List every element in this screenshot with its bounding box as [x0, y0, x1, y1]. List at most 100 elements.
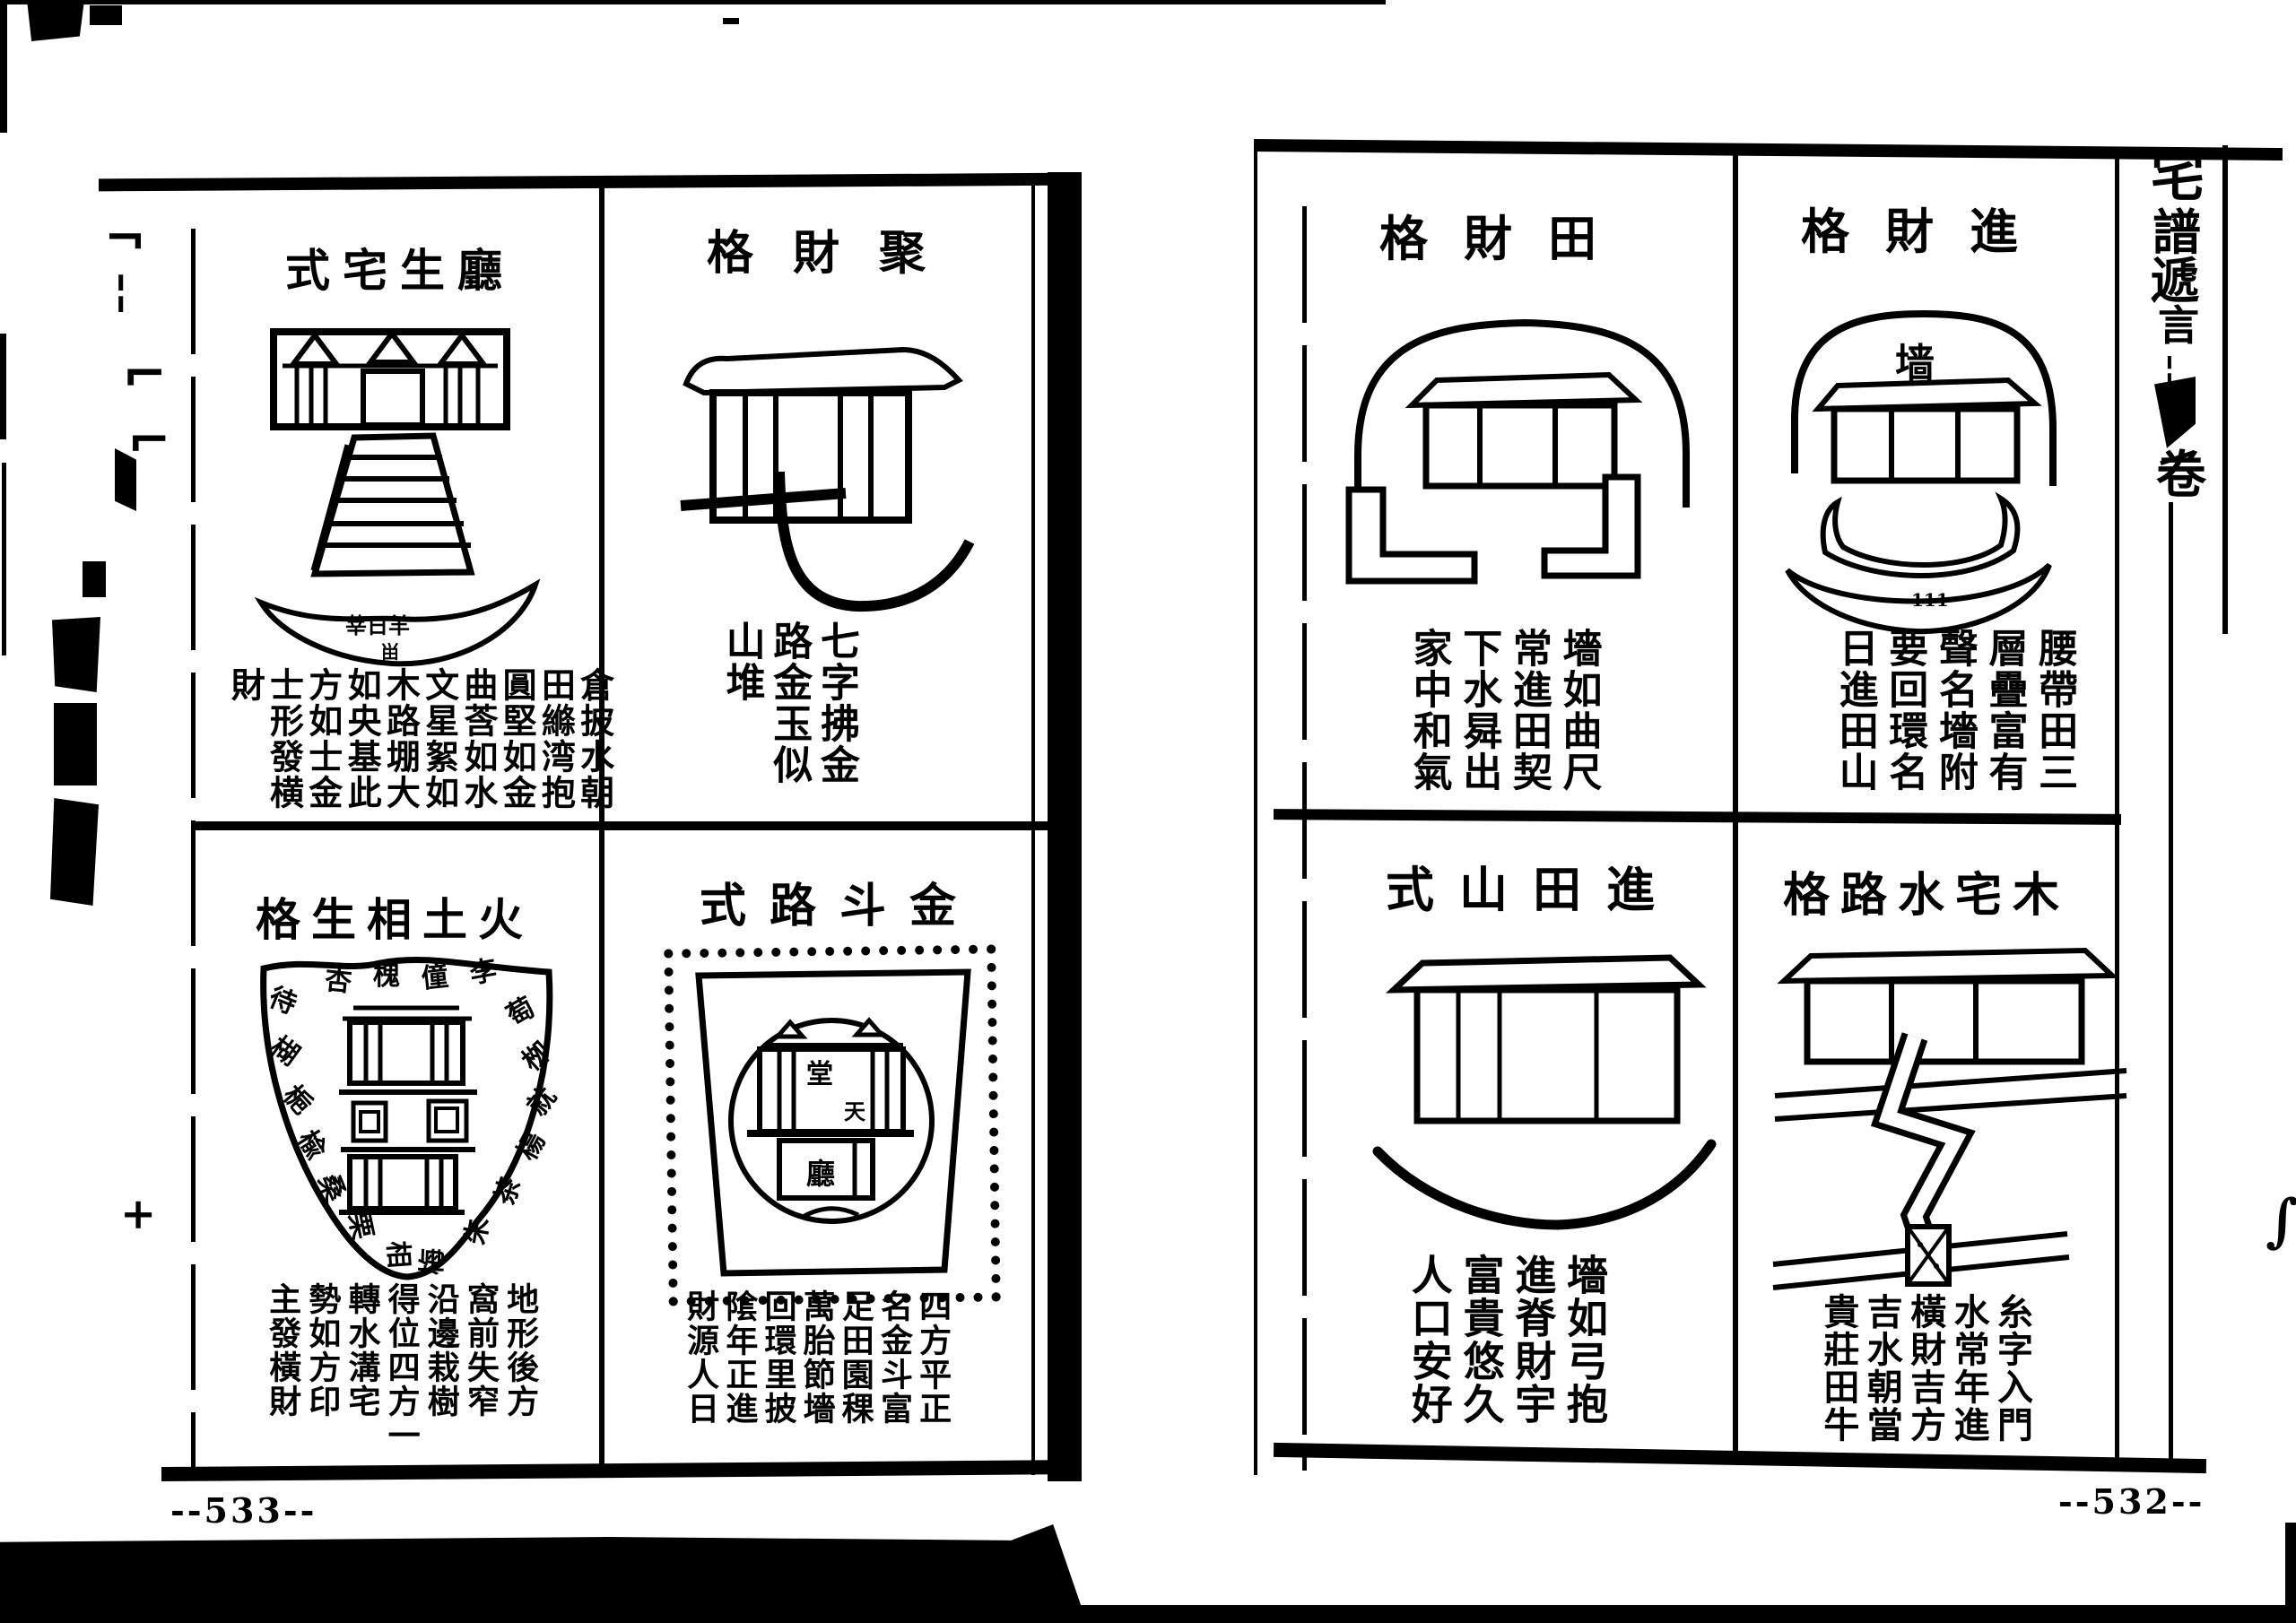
- scan-blob: [54, 703, 97, 785]
- caption-column: 隂年正進: [720, 1289, 759, 1426]
- scan-blob: [52, 617, 100, 692]
- spine-title-char: ¦: [2163, 348, 2176, 388]
- scan-edge-left: [0, 334, 6, 439]
- cell-caption: 倉披水朝田縧湾抱圓堅如金曲莟如水文星絮如木路堋大如央基此方如士金士形發横財: [224, 667, 614, 846]
- cell-caption: 七字拂金路金玉似山堆: [715, 621, 862, 813]
- caption-column: 七字拂金: [813, 621, 859, 785]
- right-page-bottom-border: [1273, 1442, 2207, 1474]
- left-page-left-border: [191, 229, 196, 1471]
- boat-inner-chars: 莘日羊: [345, 612, 410, 638]
- house-zigzag-water-diagram: [1772, 947, 2127, 1290]
- caption-column: 四方平正: [914, 1289, 952, 1426]
- caption-column: 木路堋大: [380, 667, 422, 811]
- spine-title-char: 譜: [2152, 204, 2201, 261]
- caption-column: 士形發横: [264, 667, 305, 811]
- cell-caption: 地形後方窩前失窄沿邊栽樹得位四方一轉水溝宅勢如方印主發橫財: [260, 1282, 543, 1466]
- cell-title-field-wealth: 格財田: [1379, 210, 1632, 267]
- spine-line-inner: [2169, 502, 2173, 1471]
- spine-title-char: 言: [2158, 301, 2199, 350]
- gold-dou-hall-diagram: 堂 天 廳: [695, 968, 971, 1277]
- caption-column: 橫財吉方: [1904, 1293, 1947, 1444]
- right-page-right-border: [2115, 149, 2119, 1469]
- cell-caption: 墻如弓抱進脊財宇富貴悠久人口安好: [1399, 1254, 1614, 1446]
- cell-caption: 腰帶田三層疊富有聲名墻附要回環名日進田山: [1825, 628, 2083, 816]
- house-seven-hook-diagram: [680, 346, 975, 612]
- hall-steps-boat-diagram: 莘日羊 畄: [254, 328, 541, 667]
- ting-label: 廳: [806, 1157, 835, 1191]
- glyph-fragment: ⌐: [122, 343, 168, 406]
- scan-blob: [723, 18, 739, 24]
- cell-caption: 墻如曲尺常進田契下水曻出家中和氣: [1399, 628, 1607, 816]
- arch-house-brackets-diagram: [1345, 318, 1690, 585]
- caption-column: 糸字入門: [1990, 1293, 2033, 1444]
- spine-title-char: 遞: [2151, 252, 2199, 309]
- cell-title-advance-wealth: 格財進: [1801, 203, 2054, 260]
- caption-column: 聲名墻附: [1931, 628, 1978, 793]
- caption-column: 進脊財宇: [1509, 1254, 1558, 1426]
- left-page-cell-divider-h: [194, 821, 1049, 830]
- caption-column: 墻如弓抱: [1561, 1254, 1609, 1426]
- caption-column: 窩前失窄: [461, 1282, 500, 1419]
- caption-column: 如央基此: [342, 667, 383, 811]
- caption-column: 得位四方一: [382, 1282, 421, 1453]
- scan-edge-bottom: [0, 1605, 2296, 1623]
- scan-edge-top: [0, 0, 1386, 4]
- shield-courtyard-diagram: [260, 957, 553, 1280]
- spine-line-outer: [2222, 145, 2228, 634]
- ingot-marks: 111: [1911, 589, 1949, 611]
- caption-column: 主發橫財: [264, 1282, 302, 1419]
- scan-blob: [90, 5, 122, 25]
- caption-column: 財源人日: [682, 1289, 720, 1426]
- wall-label: 墙: [1895, 341, 1935, 386]
- scan-edge-right: [2285, 1523, 2296, 1623]
- cell-title-fire-earth: 格生相土火: [256, 893, 534, 946]
- caption-column: 家中和氣: [1405, 628, 1452, 793]
- caption-column: 萬胎節墻: [797, 1289, 836, 1426]
- caption-column: 路金玉似: [766, 621, 813, 785]
- hall-label: 堂: [806, 1059, 833, 1090]
- cell-caption: 四方平正名金斗富足田園稞萬胎節墻回環里披隂年正進財源人日: [679, 1289, 954, 1455]
- caption-column: 名金斗富: [874, 1289, 913, 1426]
- spine-dash: [2160, 449, 2196, 466]
- caption-column: 勢如方印: [303, 1282, 342, 1419]
- cell-caption: 糸字入門水常年進橫財吉方吉水朝當貴莊田牛: [1813, 1293, 2036, 1454]
- caption-column: 常進田契: [1505, 628, 1552, 793]
- caption-column: 曲莟如水: [457, 667, 499, 811]
- wall-arch-ingot-diagram: 墙 111: [1785, 309, 2057, 635]
- caption-column: 富貴悠久: [1457, 1254, 1506, 1426]
- cell-title-hall-birth-house: 式宅生廳: [285, 244, 515, 297]
- right-page-left-border-inner: [1302, 206, 1307, 1471]
- scan-edge-left: [0, 0, 7, 133]
- left-page-top-border: [98, 172, 1083, 192]
- scan-blob: [50, 798, 99, 906]
- caption-column: 層疊富有: [1981, 628, 2028, 793]
- right-page-left-border: [1254, 148, 1257, 1475]
- cell-title-advance-field-hill: 式山田進: [1386, 861, 1680, 918]
- caption-column: 吉水朝當: [1860, 1293, 1903, 1444]
- caption-column: 沿邊栽樹: [422, 1282, 460, 1419]
- caption-column: 回環里披: [759, 1289, 797, 1426]
- caption-column: 貴莊田牛: [1817, 1293, 1860, 1444]
- glyph-fragment: ¦: [113, 265, 129, 316]
- caption-column: 要回環名: [1882, 628, 1928, 793]
- caption-column: 文星絮如: [419, 667, 460, 811]
- page-number-right: --532--: [2058, 1481, 2205, 1522]
- boat-inner-char2: 畄: [381, 641, 399, 663]
- glyph-fragment: ¬: [104, 209, 146, 268]
- caption-column: 人口安好: [1405, 1254, 1454, 1426]
- scan-blob: [27, 0, 84, 41]
- caption-column: 腰帶田三: [2031, 628, 2078, 793]
- left-page-right-border: [1048, 172, 1082, 1481]
- cell-title-gold-dou-road: 式路斗金: [700, 879, 980, 933]
- caption-column: 日進田山: [1831, 628, 1878, 793]
- spine-wedge: [2154, 377, 2196, 448]
- right-page-cell-divider-v: [1733, 154, 1738, 1454]
- glyph-fragment: +: [120, 1189, 157, 1239]
- scan-blob: [83, 561, 106, 597]
- caption-column: 地形後方: [501, 1282, 540, 1419]
- caption-column: 足田園稞: [836, 1289, 874, 1426]
- caption-column: 墻如曲尺: [1555, 628, 1602, 793]
- cell-title-gather-wealth: 格財聚: [707, 226, 966, 281]
- sky-label: 天: [844, 1098, 865, 1124]
